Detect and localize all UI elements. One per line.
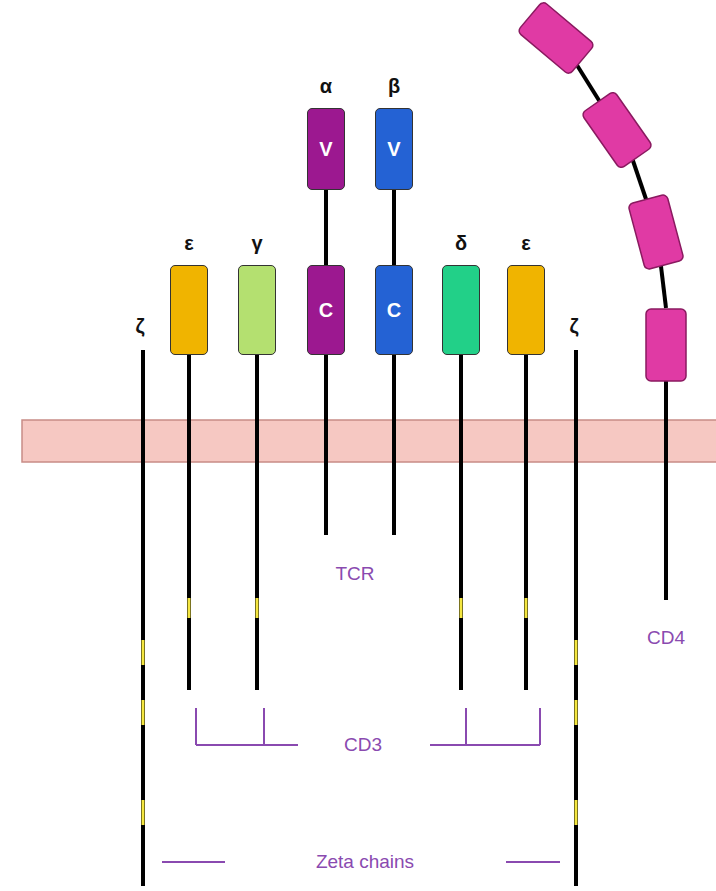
chain-letter: ε: [184, 232, 194, 255]
zeta-letter: ζ: [565, 315, 582, 338]
itam-marks: [143, 598, 576, 825]
chain-letter: β: [388, 75, 400, 98]
complex-name: TCR: [331, 563, 378, 585]
chain-lines: [143, 350, 666, 886]
chain-domain: ε: [170, 265, 208, 355]
chain-letter: α: [320, 75, 332, 98]
chain-domain: ε: [507, 265, 545, 355]
bracket-lines: [162, 708, 560, 862]
domain-letter: V: [319, 138, 332, 161]
group-name: Zeta chains: [312, 851, 418, 873]
cell-membrane: [22, 420, 716, 462]
chain-link: [394, 190, 395, 265]
chain-domain: δ: [442, 265, 480, 355]
chain-link: [326, 190, 327, 265]
chain-domain: βV: [375, 108, 413, 190]
chain-domain: C: [307, 265, 345, 355]
domain-letter: C: [387, 299, 401, 322]
chain-letter: ε: [521, 232, 531, 255]
chain-letter: δ: [455, 232, 467, 255]
domain-letter: C: [319, 299, 333, 322]
group-name: CD3: [340, 734, 386, 756]
domain-letter: V: [387, 138, 400, 161]
chain-domain: αV: [307, 108, 345, 190]
chain-letter: γ: [251, 232, 262, 255]
molecule-name: CD4: [643, 627, 689, 649]
chain-domain: γ: [238, 265, 276, 355]
zeta-letter: ζ: [131, 315, 148, 338]
chain-domain: C: [375, 265, 413, 355]
